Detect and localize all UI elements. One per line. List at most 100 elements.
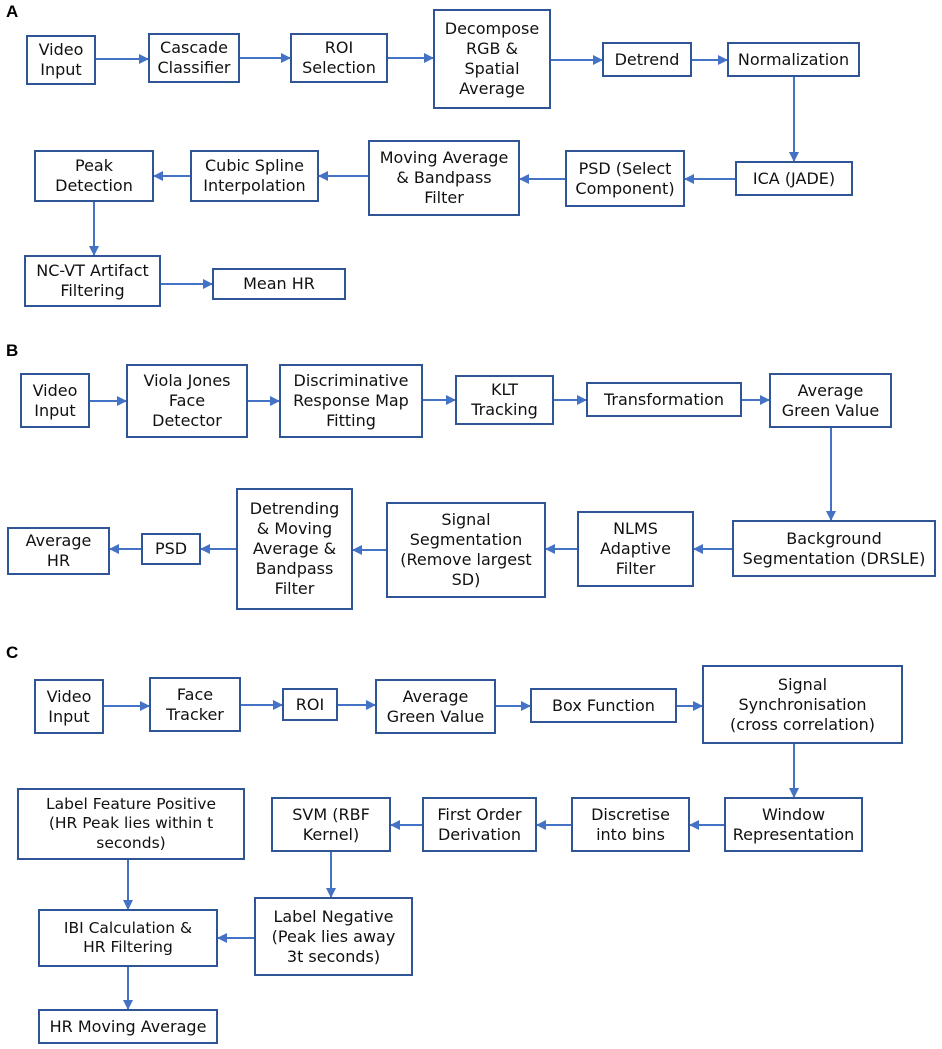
- flow-node-text: (Peak lies away: [271, 926, 396, 946]
- flow-node-text: KLT: [491, 380, 518, 399]
- flow-node-text: Tracker: [166, 704, 224, 724]
- flow-node-text: Adaptive: [600, 539, 671, 558]
- flow-node-text: Face: [176, 684, 214, 704]
- flow-node-text: Discriminative: [293, 371, 409, 390]
- flow-node-text: Segmentation: [409, 530, 523, 549]
- flow-node-text: (HR Peak lies within t: [48, 814, 214, 833]
- flow-node-text: Fitting: [326, 411, 376, 430]
- flow-node-a5: Detrend: [602, 42, 692, 77]
- flow-node-text: Window: [761, 804, 826, 824]
- flow-node-text: Component): [575, 178, 675, 198]
- flow-node-text: Viola Jones: [143, 371, 231, 390]
- flow-node-text: Derivation: [437, 824, 522, 844]
- flow-node-text: NC-VT Artifact: [36, 261, 149, 280]
- flow-node-text: Video: [46, 686, 92, 706]
- flow-node-text: ROI: [295, 694, 325, 714]
- flow-node-text: Video: [32, 380, 78, 400]
- flow-node-text: Interpolation: [203, 176, 306, 195]
- flow-node-c11: Label Feature Positive(HR Peak lies with…: [17, 788, 245, 860]
- flow-node-text: PSD: [154, 539, 188, 558]
- flow-node-text: First Order: [437, 804, 522, 824]
- flow-node-text: Decompose: [444, 19, 540, 38]
- flow-node-text: PSD (Select: [578, 158, 672, 178]
- flow-node-text: RGB &: [465, 39, 519, 58]
- flow-node-text: Cascade: [160, 38, 228, 57]
- flow-node-text: Signal: [777, 674, 828, 694]
- flow-node-text: Average: [25, 531, 92, 550]
- flow-node-c14: HR Moving Average: [38, 1009, 218, 1044]
- flow-node-text: SVM (RBF: [292, 804, 370, 824]
- flow-node-text: Classifier: [157, 58, 231, 77]
- flow-node-text: Average: [402, 686, 469, 706]
- flow-node-text: & Moving: [256, 519, 333, 538]
- flow-node-b5: Transformation: [586, 382, 742, 417]
- flow-node-text: HR: [46, 551, 71, 570]
- flow-node-text: Video: [38, 40, 84, 59]
- flow-node-text: Filter: [424, 188, 464, 207]
- flow-node-text: Detrend: [614, 49, 680, 69]
- flow-node-c5: Box Function: [530, 688, 677, 723]
- flow-node-c13: IBI Calculation &HR Filtering: [38, 909, 218, 967]
- flow-node-text: Bandpass: [255, 559, 334, 578]
- flow-node-text: Representation: [732, 824, 855, 844]
- flow-node-b11: PSD: [141, 533, 201, 565]
- flow-node-text: Input: [40, 60, 82, 79]
- flow-node-text: Label Feature Positive: [46, 794, 216, 813]
- flow-node-text: Kernel): [302, 824, 360, 844]
- flow-node-text: Spatial: [464, 59, 520, 78]
- flow-node-text: Response Map: [293, 391, 409, 410]
- flow-node-text: Moving Average: [379, 148, 509, 167]
- flow-node-text: Face: [168, 391, 206, 410]
- flow-node-text: Tracking: [471, 400, 538, 419]
- flow-node-text: Background: [786, 528, 882, 548]
- flow-node-text: Average: [459, 79, 525, 98]
- flow-node-text: HR Filtering: [83, 938, 173, 956]
- flow-node-text: (Remove largest: [400, 550, 532, 569]
- flow-node-text: Discretise: [591, 804, 670, 824]
- flow-node-text: Detection: [55, 176, 133, 195]
- flow-node-text: Segmentation (DRSLE): [742, 548, 926, 568]
- flow-node-text: NLMS: [613, 519, 658, 538]
- flow-node-text: Signal: [441, 510, 491, 529]
- flow-node-text: SD): [451, 570, 481, 589]
- flow-node-text: Green Value: [386, 706, 485, 726]
- flow-node-text: Filter: [274, 579, 315, 598]
- flow-node-text: Average: [797, 380, 864, 400]
- flow-node-text: Mean HR: [243, 274, 315, 293]
- flow-node-a7: ICA (JADE): [735, 161, 853, 196]
- flow-node-text: Peak: [74, 156, 113, 175]
- flow-node-text: Detrending: [249, 499, 340, 518]
- flow-node-text: & Bandpass: [396, 168, 492, 187]
- flow-node-a13: Mean HR: [212, 268, 346, 300]
- flow-node-text: Box Function: [552, 695, 655, 715]
- panel-label-b: B: [6, 341, 19, 360]
- flow-node-text: HR Moving Average: [49, 1016, 207, 1036]
- flow-node-text: ICA (JADE): [752, 168, 836, 188]
